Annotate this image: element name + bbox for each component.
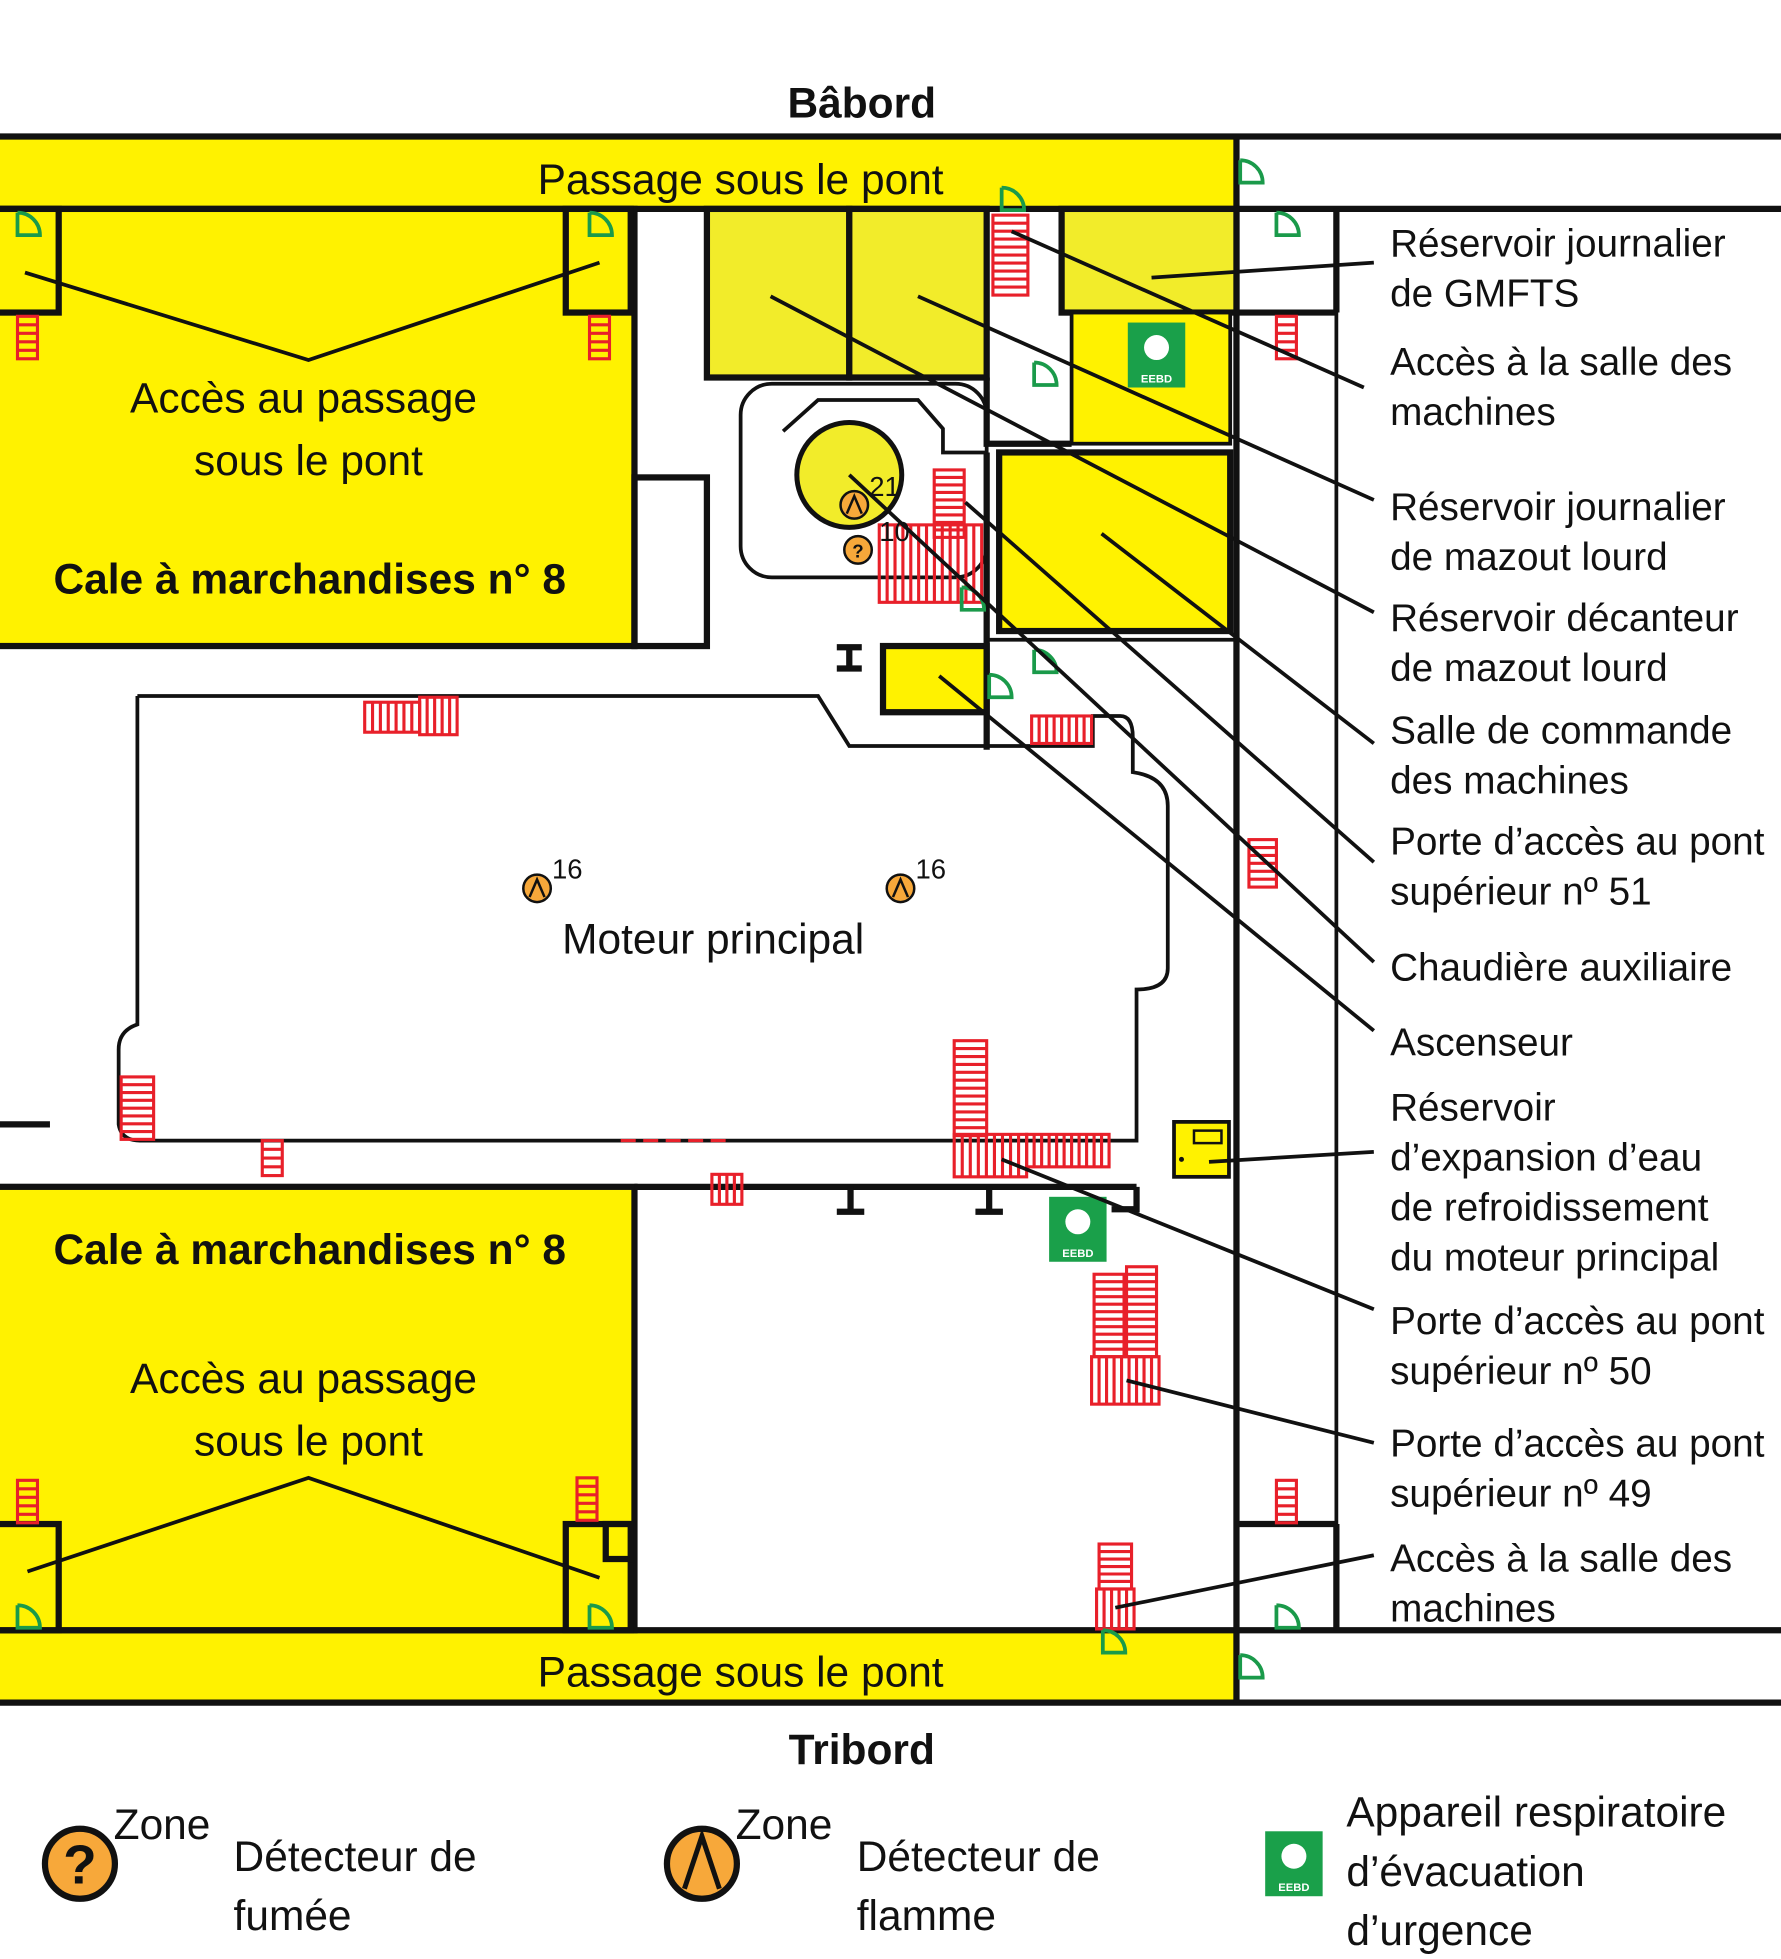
boiler-room — [738, 381, 989, 580]
fuel-oil-settling-tank — [703, 205, 853, 381]
callout-label: supérieur nº 50 — [1390, 1350, 1652, 1393]
callout-label: Réservoir décanteur — [1390, 597, 1739, 640]
eebd-icon: EEBD — [1127, 322, 1186, 388]
legend-flame-label: Détecteur de — [857, 1833, 1100, 1880]
passage-top — [0, 136, 1237, 209]
callout-label: machines — [1390, 391, 1556, 434]
main-engine-label: Moteur principal — [562, 915, 864, 962]
legend-smoke-label: Détecteur de — [234, 1833, 477, 1880]
callout-labels: Réservoir journalier de GMFTS Accès à la … — [1390, 222, 1765, 1630]
callout-label: Ascenseur — [1390, 1022, 1573, 1065]
callout-label: supérieur nº 49 — [1390, 1473, 1652, 1516]
legend: ? Zone Détecteur de fumée Zone Détecteur… — [41, 1788, 1726, 1954]
callout-label: Réservoir journalier — [1390, 222, 1726, 265]
callout-label: Porte d’accès au pont — [1390, 821, 1765, 864]
hold-bottom-access-label-2: sous le pont — [194, 1417, 423, 1464]
callout-label: de mazout lourd — [1390, 536, 1668, 579]
svg-text:EEBD: EEBD — [1062, 1248, 1093, 1260]
port-side-label: Bâbord — [787, 80, 936, 127]
stairs[interactable] — [15, 213, 1298, 1631]
cargo-hold-top — [0, 205, 638, 650]
hold-top-name: Cale à marchandises n° 8 — [53, 556, 566, 603]
callout-label: Accès à la salle des — [1390, 341, 1732, 384]
legend-smoke-zone: Zone — [114, 1801, 211, 1848]
legend-smoke-label-2: fumée — [234, 1892, 352, 1939]
legend-flame-label-2: flamme — [857, 1892, 996, 1939]
expansion-tank-icon — [1172, 1120, 1231, 1179]
pillars — [836, 644, 1140, 1215]
svg-text:EEBD: EEBD — [1278, 1882, 1309, 1894]
legend-eebd-label: Appareil respiratoire — [1346, 1788, 1726, 1835]
callout-label: de mazout lourd — [1390, 647, 1668, 690]
svg-text:?: ? — [852, 540, 863, 561]
hold-top-access-label: Accès au passage — [130, 374, 477, 421]
flame-detector-icon — [522, 873, 553, 904]
passage-bottom — [0, 1630, 1237, 1703]
legend-flame-zone: Zone — [736, 1801, 833, 1848]
legend-eebd-label-2: d’évacuation — [1346, 1848, 1584, 1895]
passage-bottom-label: Passage sous le pont — [538, 1648, 944, 1695]
callout-label: de GMFTS — [1390, 272, 1579, 315]
fuel-oil-day-tank — [846, 205, 990, 381]
smoke-detector-icon: ? — [843, 534, 874, 565]
leader-lines — [769, 229, 1376, 1610]
starboard-side-label: Tribord — [789, 1726, 935, 1773]
callout-label: de refroidissement — [1390, 1187, 1709, 1230]
callout-label: Réservoir — [1390, 1087, 1556, 1130]
flame-detector-icon — [839, 489, 870, 520]
mgo-day-tank — [1058, 205, 1240, 316]
hold-bottom-name: Cale à marchandises n° 8 — [53, 1226, 566, 1273]
callout-label: du moteur principal — [1390, 1237, 1719, 1280]
smoke-detector-icon: ? — [41, 1825, 119, 1902]
legend-eebd-label-3: d’urgence — [1346, 1907, 1532, 1954]
breathing-apparatus-icon: EEBD — [1265, 1831, 1323, 1897]
passage-top-label: Passage sous le pont — [538, 156, 944, 203]
svg-text:EEBD: EEBD — [1141, 374, 1172, 386]
svg-text:?: ? — [63, 1834, 97, 1896]
zone-number: 10 — [879, 516, 910, 547]
flame-detector-icon — [885, 873, 916, 904]
zone-number: 16 — [915, 853, 946, 884]
callout-label: supérieur nº 51 — [1390, 871, 1652, 914]
callout-label: d’expansion d’eau — [1390, 1137, 1702, 1180]
eebd-icon: EEBD — [1049, 1196, 1107, 1262]
zone-number: 16 — [552, 853, 583, 884]
hold-bottom-access-label: Accès au passage — [130, 1355, 477, 1402]
hold-top-access-label-2: sous le pont — [194, 437, 423, 484]
callout-label: Réservoir journalier — [1390, 486, 1726, 529]
callout-label: des machines — [1390, 759, 1629, 802]
callout-label: Accès à la salle des — [1390, 1538, 1732, 1581]
callout-label: machines — [1390, 1587, 1556, 1630]
callout-label: Salle de commande — [1390, 709, 1732, 752]
flame-detector-icon — [663, 1825, 741, 1902]
callout-label: Chaudière auxiliaire — [1390, 947, 1732, 990]
callout-label: Porte d’accès au pont — [1390, 1300, 1765, 1343]
callout-label: Porte d’accès au pont — [1390, 1423, 1765, 1466]
cargo-hold-bottom — [0, 1183, 638, 1634]
